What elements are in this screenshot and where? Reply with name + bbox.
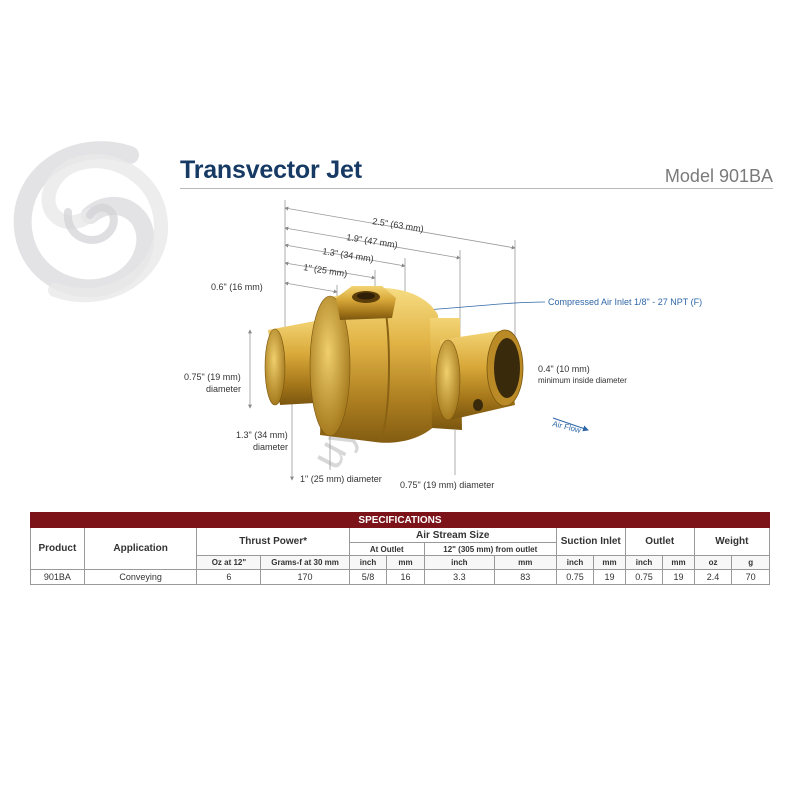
header-weight-g: g	[731, 555, 770, 570]
cell-oz-at-12: 6	[196, 569, 262, 585]
cell-suction-mm: 19	[593, 569, 626, 585]
cell-suction-inch: 0.75	[555, 569, 595, 585]
header-weight: Weight	[693, 527, 771, 556]
header-grams-f: Grams-f at 30 mm	[260, 555, 350, 570]
cell-grams-f: 170	[260, 569, 350, 585]
dim-1-9-label: 1.9" (47 mm)	[346, 232, 399, 250]
cell-weight-g: 70	[731, 569, 770, 585]
table-caption: SPECIFICATIONS	[30, 512, 770, 528]
cell-from-outlet-mm: 83	[493, 569, 557, 585]
title-divider	[180, 188, 773, 189]
body-diameter-label: 1.3" (34 mm)	[236, 430, 288, 440]
header-at-outlet-mm: mm	[386, 555, 425, 570]
header-oz-at-12: Oz at 12"	[196, 555, 262, 570]
header-from-outlet-inch: inch	[423, 555, 495, 570]
dim-1-3-label: 1.3" (34 mm)	[322, 246, 375, 264]
cell-from-outlet-inch: 3.3	[423, 569, 495, 585]
inlet-callout-label: Compressed Air Inlet 1/8" - 27 NPT (F)	[548, 297, 702, 307]
header-from-outlet-mm: mm	[493, 555, 557, 570]
cell-outlet-inch: 0.75	[624, 569, 664, 585]
header-weight-oz: oz	[693, 555, 733, 570]
header-suction-inch: inch	[555, 555, 595, 570]
header-outlet-mm: mm	[662, 555, 695, 570]
jet-body	[264, 286, 524, 443]
cell-outlet-mm: 19	[662, 569, 695, 585]
header-product: Product	[30, 527, 85, 570]
specifications-table: SPECIFICATIONS Product Application Thrus…	[30, 512, 771, 585]
header-application: Application	[83, 527, 198, 570]
cell-at-outlet-mm: 16	[386, 569, 425, 585]
header-at-outlet: At Outlet	[348, 542, 425, 556]
inlet-diameter-label: 0.75" (19 mm)	[184, 372, 241, 382]
air-flow-arrow	[552, 417, 589, 432]
cell-application: Conveying	[83, 569, 198, 585]
product-drawing: uyidi.com 2.5" (63 mm) 1.9" (47 mm) 1.3"…	[184, 200, 702, 490]
page-title: Transvector Jet	[180, 156, 362, 184]
dim-overall-label: 2.5" (63 mm)	[372, 216, 425, 234]
header-at-outlet-inch: inch	[348, 555, 388, 570]
header-air-stream-size: Air Stream Size	[348, 527, 557, 543]
cell-weight-oz: 2.4	[693, 569, 733, 585]
dim-0-6-label: 0.6" (16 mm)	[211, 282, 263, 292]
inlet-diameter-label-2: diameter	[206, 384, 241, 394]
header-outlet: Outlet	[624, 527, 695, 556]
header-outlet-inch: inch	[624, 555, 664, 570]
dim-1-label: 1" (25 mm)	[303, 262, 348, 279]
outlet-diameter-label: 0.75" (19 mm) diameter	[400, 480, 494, 490]
header-thrust-power: Thrust Power*	[196, 527, 350, 556]
cell-product: 901BA	[30, 569, 85, 585]
header-suction-mm: mm	[593, 555, 626, 570]
swirl-logo-graphic	[0, 120, 180, 310]
inside-diameter-label: 0.4" (10 mm)	[538, 364, 590, 374]
inside-diameter-label-2: minimum inside diameter	[538, 376, 627, 385]
air-flow-label: Air Flow	[552, 419, 582, 435]
neck-diameter-label: 1" (25 mm) diameter	[300, 474, 382, 484]
header-from-outlet: 12" (305 mm) from outlet	[423, 542, 557, 556]
model-number: Model 901BA	[664, 166, 773, 186]
header-suction-inlet: Suction Inlet	[555, 527, 626, 556]
cell-at-outlet-inch: 5/8	[348, 569, 388, 585]
table-row: 901BA Conveying 6 170 5/8 16 3.3 83 0.75…	[30, 569, 770, 585]
body-diameter-label-2: diameter	[253, 442, 288, 452]
